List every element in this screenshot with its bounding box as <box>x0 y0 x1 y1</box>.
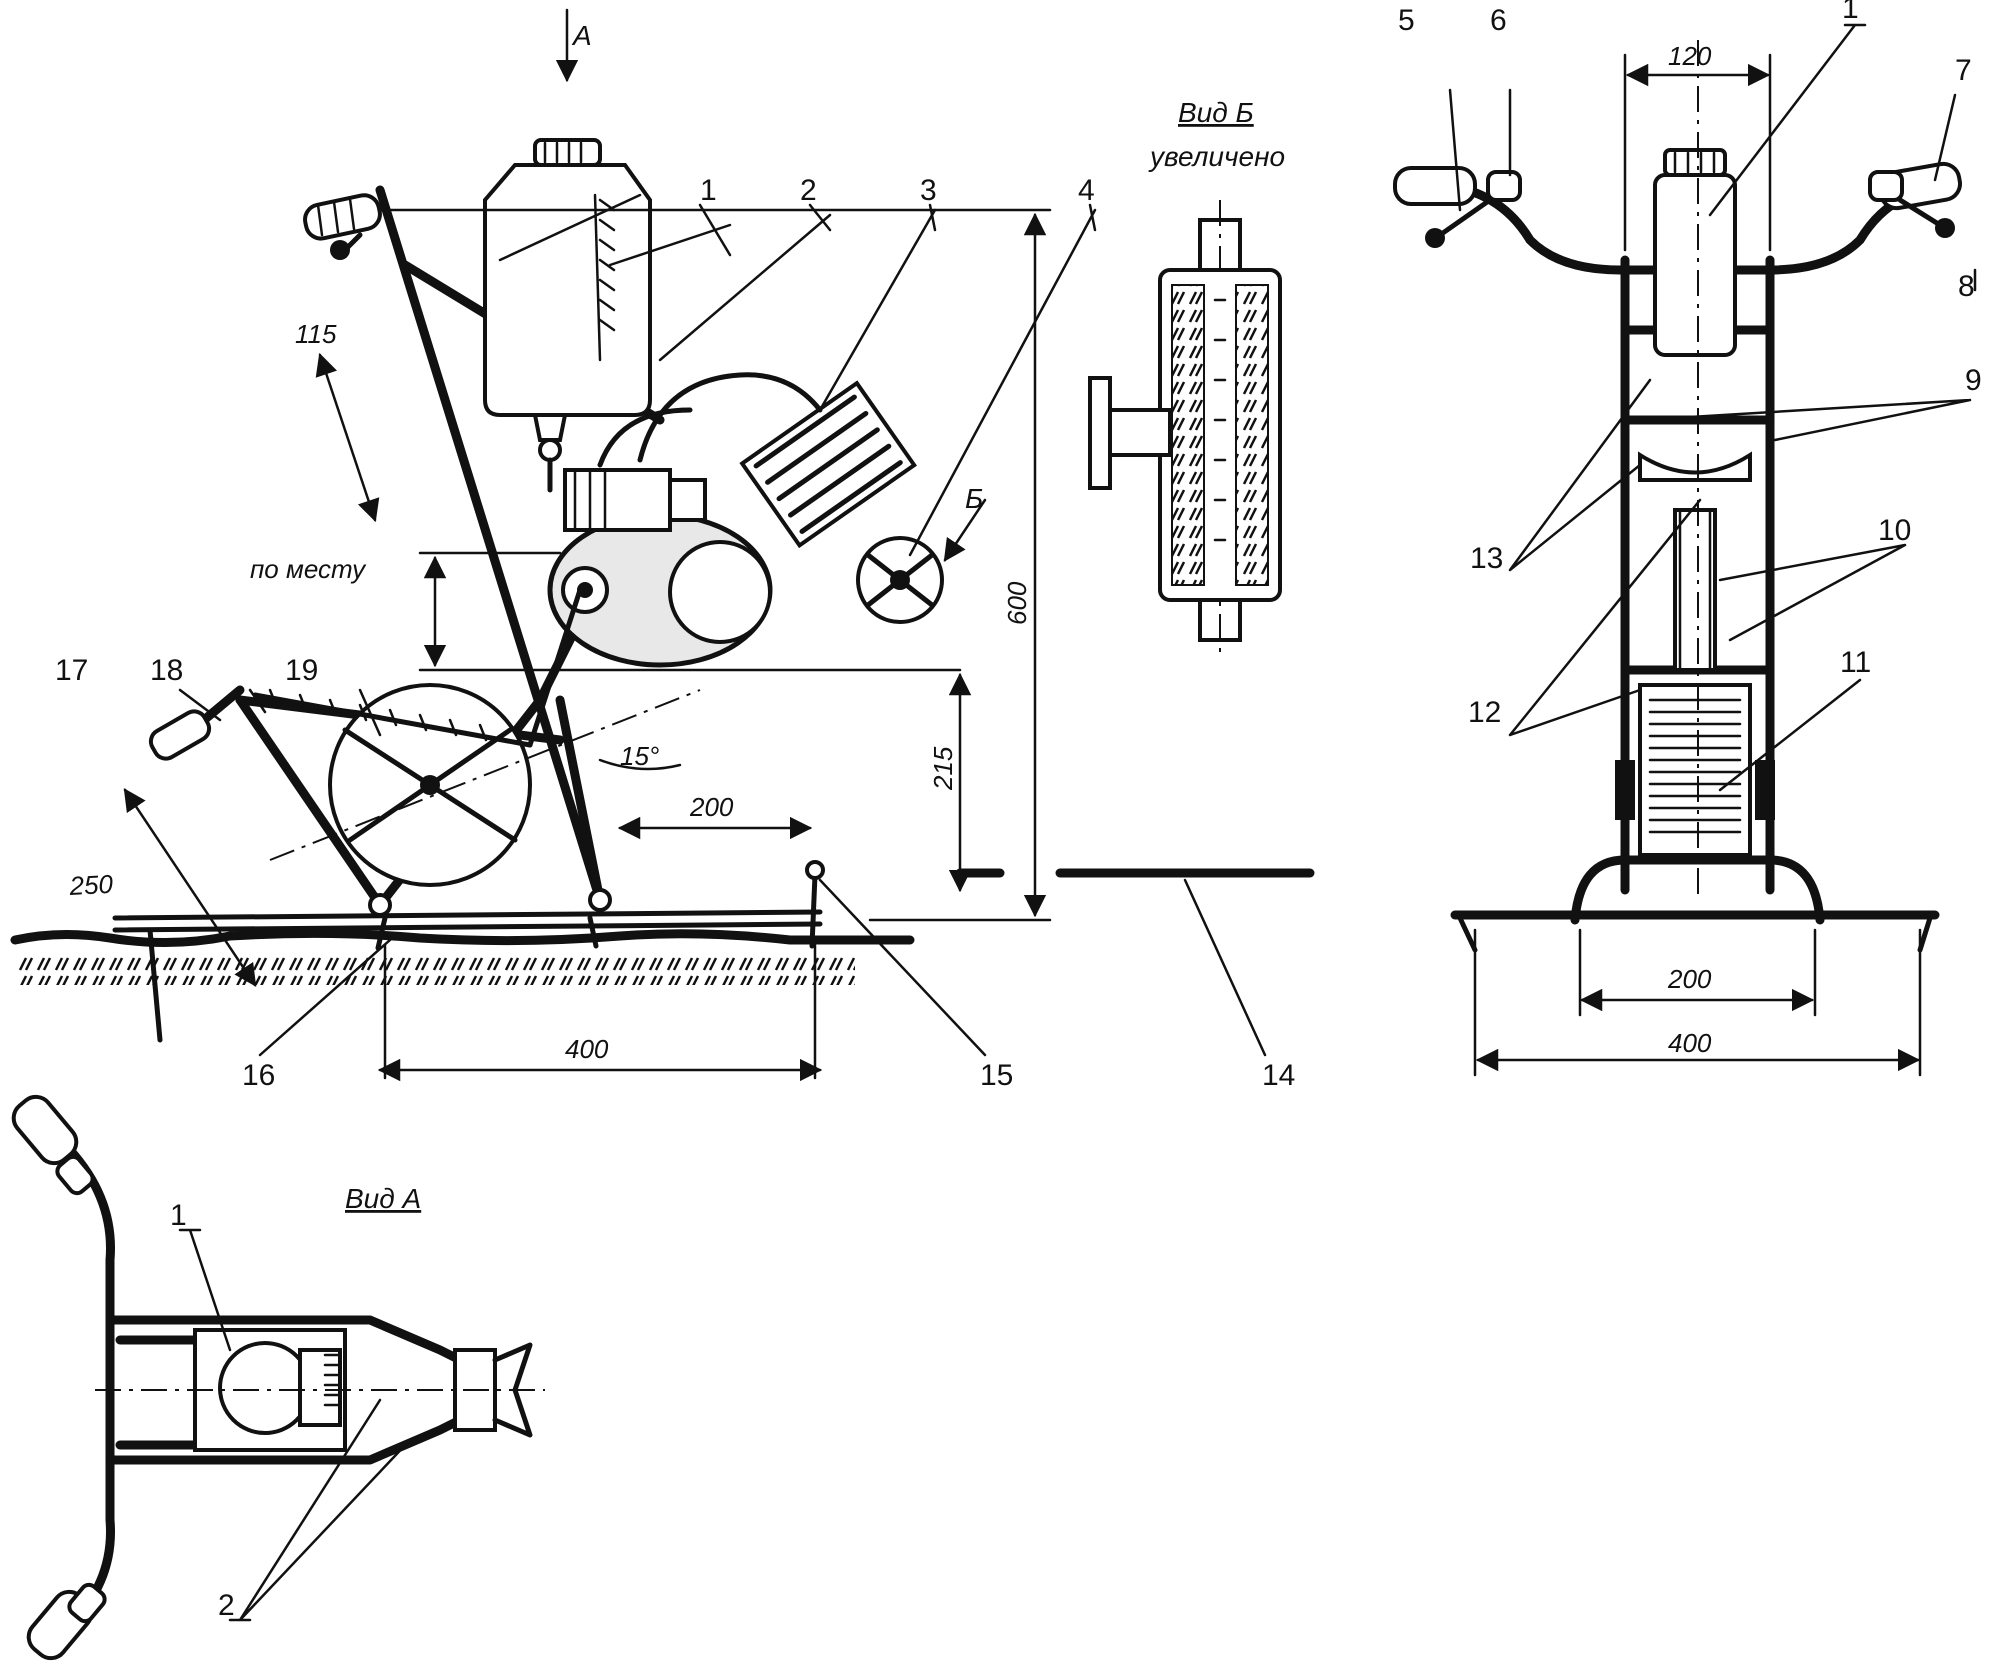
front-view: 120 200 400 1 5 6 7 8 9 10 11 12 13 <box>1393 0 1982 1077</box>
front-dim-120: 120 <box>1668 41 1712 71</box>
callout-19: 19 <box>285 654 318 687</box>
view-b-title: Вид Б <box>1178 97 1254 128</box>
handle-grip <box>303 193 382 260</box>
front-dim-400: 400 <box>1668 1028 1712 1058</box>
pulley-4 <box>856 536 944 624</box>
front-callout-12: 12 <box>1468 696 1501 729</box>
dim-250: 250 <box>68 869 114 901</box>
view-arrow-b: Б <box>965 483 983 514</box>
callout-leaders <box>178 203 1267 1057</box>
front-dim-200: 200 <box>1667 964 1712 994</box>
front-callout-13: 13 <box>1470 542 1503 575</box>
side-view: 115 по месту 250 15° 200 215 600 400 А Б… <box>10 8 1295 1092</box>
front-callout-9: 9 <box>1965 364 1982 397</box>
front-callout-7: 7 <box>1955 54 1972 87</box>
dim-600: 600 <box>1002 581 1032 625</box>
view-arrow-a: А <box>571 20 592 51</box>
drive-chain <box>252 587 583 748</box>
dim-115: 115 <box>295 319 337 349</box>
view-b-subtitle: увеличено <box>1148 141 1285 172</box>
view-a: Вид А 1 2 <box>11 1094 545 1661</box>
ski-runners <box>112 860 825 1043</box>
view-b: Вид Б увеличено <box>1088 97 1285 660</box>
dim-15-deg: 15° <box>620 741 659 771</box>
lever <box>148 685 245 761</box>
front-callout-8: 8 <box>1958 270 1975 303</box>
callout-15: 15 <box>980 1059 1013 1092</box>
front-callout-11: 11 <box>1840 646 1871 679</box>
view-a-callout-2: 2 <box>218 1589 235 1622</box>
dim-215: 215 <box>928 746 958 791</box>
callout-16: 16 <box>242 1059 275 1092</box>
fuel-tank <box>483 138 652 493</box>
front-callout-6: 6 <box>1490 4 1507 37</box>
callout-4: 4 <box>1078 174 1095 207</box>
callout-2: 2 <box>800 174 817 207</box>
callout-3: 3 <box>920 174 937 207</box>
dim-200: 200 <box>689 792 734 822</box>
engine <box>547 372 917 668</box>
front-callout-10: 10 <box>1878 514 1911 547</box>
front-callout-1: 1 <box>1842 0 1859 25</box>
callout-1: 1 <box>700 174 717 207</box>
dim-po-mestu: по месту <box>250 554 367 584</box>
view-a-title: Вид А <box>345 1183 421 1214</box>
dimension-lines <box>123 8 1052 1082</box>
dim-400: 400 <box>565 1034 609 1064</box>
view-a-callout-1: 1 <box>170 1199 187 1232</box>
callout-17: 17 <box>55 654 88 687</box>
callout-14: 14 <box>1262 1059 1295 1092</box>
callout-18: 18 <box>150 654 183 687</box>
front-callout-5: 5 <box>1398 4 1415 37</box>
